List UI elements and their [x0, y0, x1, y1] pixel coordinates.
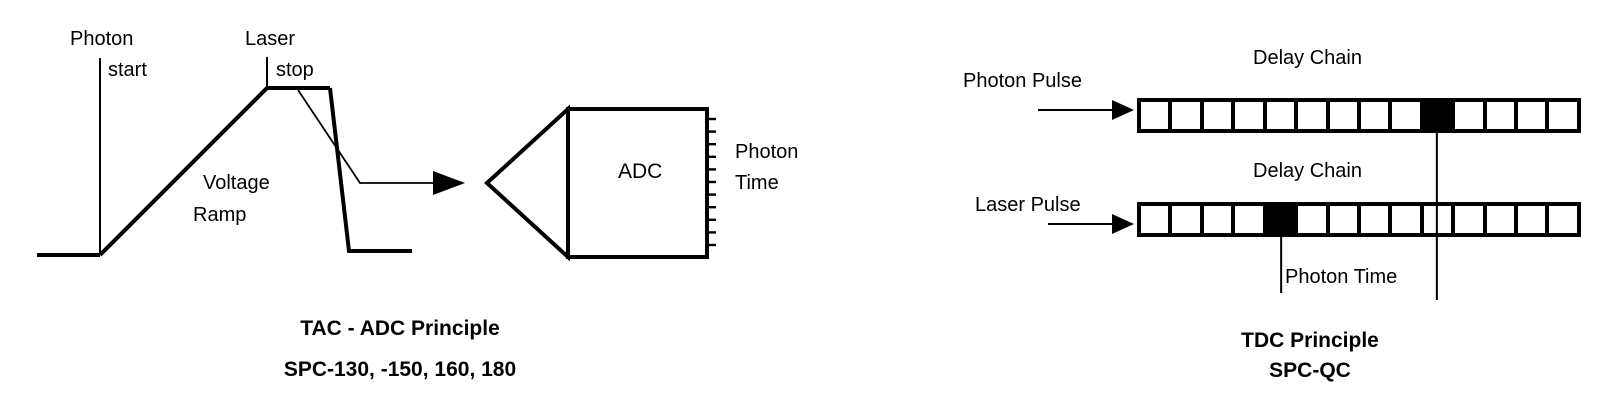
delay-cell: [1172, 102, 1204, 129]
delay-cell: [1486, 206, 1519, 233]
delay-cell: [1392, 206, 1424, 233]
photon-time-label-line2: Time: [735, 172, 779, 194]
delay-cell: [1360, 206, 1393, 233]
tac-caption-title: TAC - ADC Principle: [300, 317, 500, 340]
delay-chain-photon: [1137, 98, 1581, 133]
delay-cell-marked: [1266, 206, 1299, 233]
delay-chain-label-bottom: Delay Chain: [1253, 160, 1362, 182]
delay-cell: [1518, 102, 1550, 129]
photon-pulse-label: Photon Pulse: [963, 70, 1082, 92]
delay-cell: [1455, 102, 1487, 129]
delay-cell: [1203, 206, 1236, 233]
delay-cell: [1203, 102, 1236, 129]
delay-cell: [1298, 102, 1330, 129]
ramp-falling-edge: [328, 87, 412, 253]
photon-start-label-line1: Photon: [70, 28, 134, 50]
laser-stop-label-line2: stop: [276, 59, 314, 81]
adc-output-ticks: [705, 117, 716, 247]
delay-cell: [1329, 102, 1361, 129]
delay-cell: [1423, 206, 1456, 233]
delay-cell: [1518, 206, 1550, 233]
delay-cell: [1360, 102, 1393, 129]
delay-cell: [1141, 206, 1173, 233]
photon-time-label-line1: Photon: [735, 141, 799, 163]
delay-cell: [1141, 102, 1173, 129]
delay-cell: [1172, 206, 1204, 233]
delay-cell: [1235, 206, 1267, 233]
voltage-ramp-label-line1: Voltage: [203, 172, 270, 194]
adc-box: [566, 107, 709, 259]
photon-pulse-arrow-icon: [1112, 100, 1134, 120]
voltage-ramp-label-line2: Ramp: [193, 204, 247, 226]
photon-start-label-line2: start: [108, 59, 147, 81]
delay-cell: [1549, 102, 1577, 129]
delay-cell: [1235, 102, 1267, 129]
tdc-photon-time-label: Photon Time: [1285, 266, 1398, 288]
delay-cell: [1455, 206, 1487, 233]
delay-chain-laser: [1137, 202, 1581, 237]
delay-cell: [1486, 102, 1519, 129]
delay-cell: [1549, 206, 1577, 233]
delay-cell: [1266, 102, 1299, 129]
delay-cell-marked: [1423, 102, 1456, 129]
delay-cell: [1329, 206, 1361, 233]
delay-cell: [1298, 206, 1330, 233]
laser-pulse-label: Laser Pulse: [975, 194, 1081, 216]
arrow-right-icon: [433, 171, 465, 195]
sample-signal-line: [297, 89, 433, 184]
laser-pulse-arrow-icon: [1112, 214, 1134, 234]
delay-cell: [1392, 102, 1424, 129]
tac-caption-models: SPC-130, -150, 160, 180: [283, 358, 517, 381]
tdc-caption-model: SPC-QC: [1269, 359, 1351, 382]
adc-label: ADC: [618, 160, 663, 183]
tdc-caption-title: TDC Principle: [1241, 329, 1379, 352]
amplifier-triangle: [484, 104, 570, 262]
laser-stop-label-line1: Laser: [245, 28, 296, 50]
delay-chain-label-top: Delay Chain: [1253, 47, 1362, 69]
